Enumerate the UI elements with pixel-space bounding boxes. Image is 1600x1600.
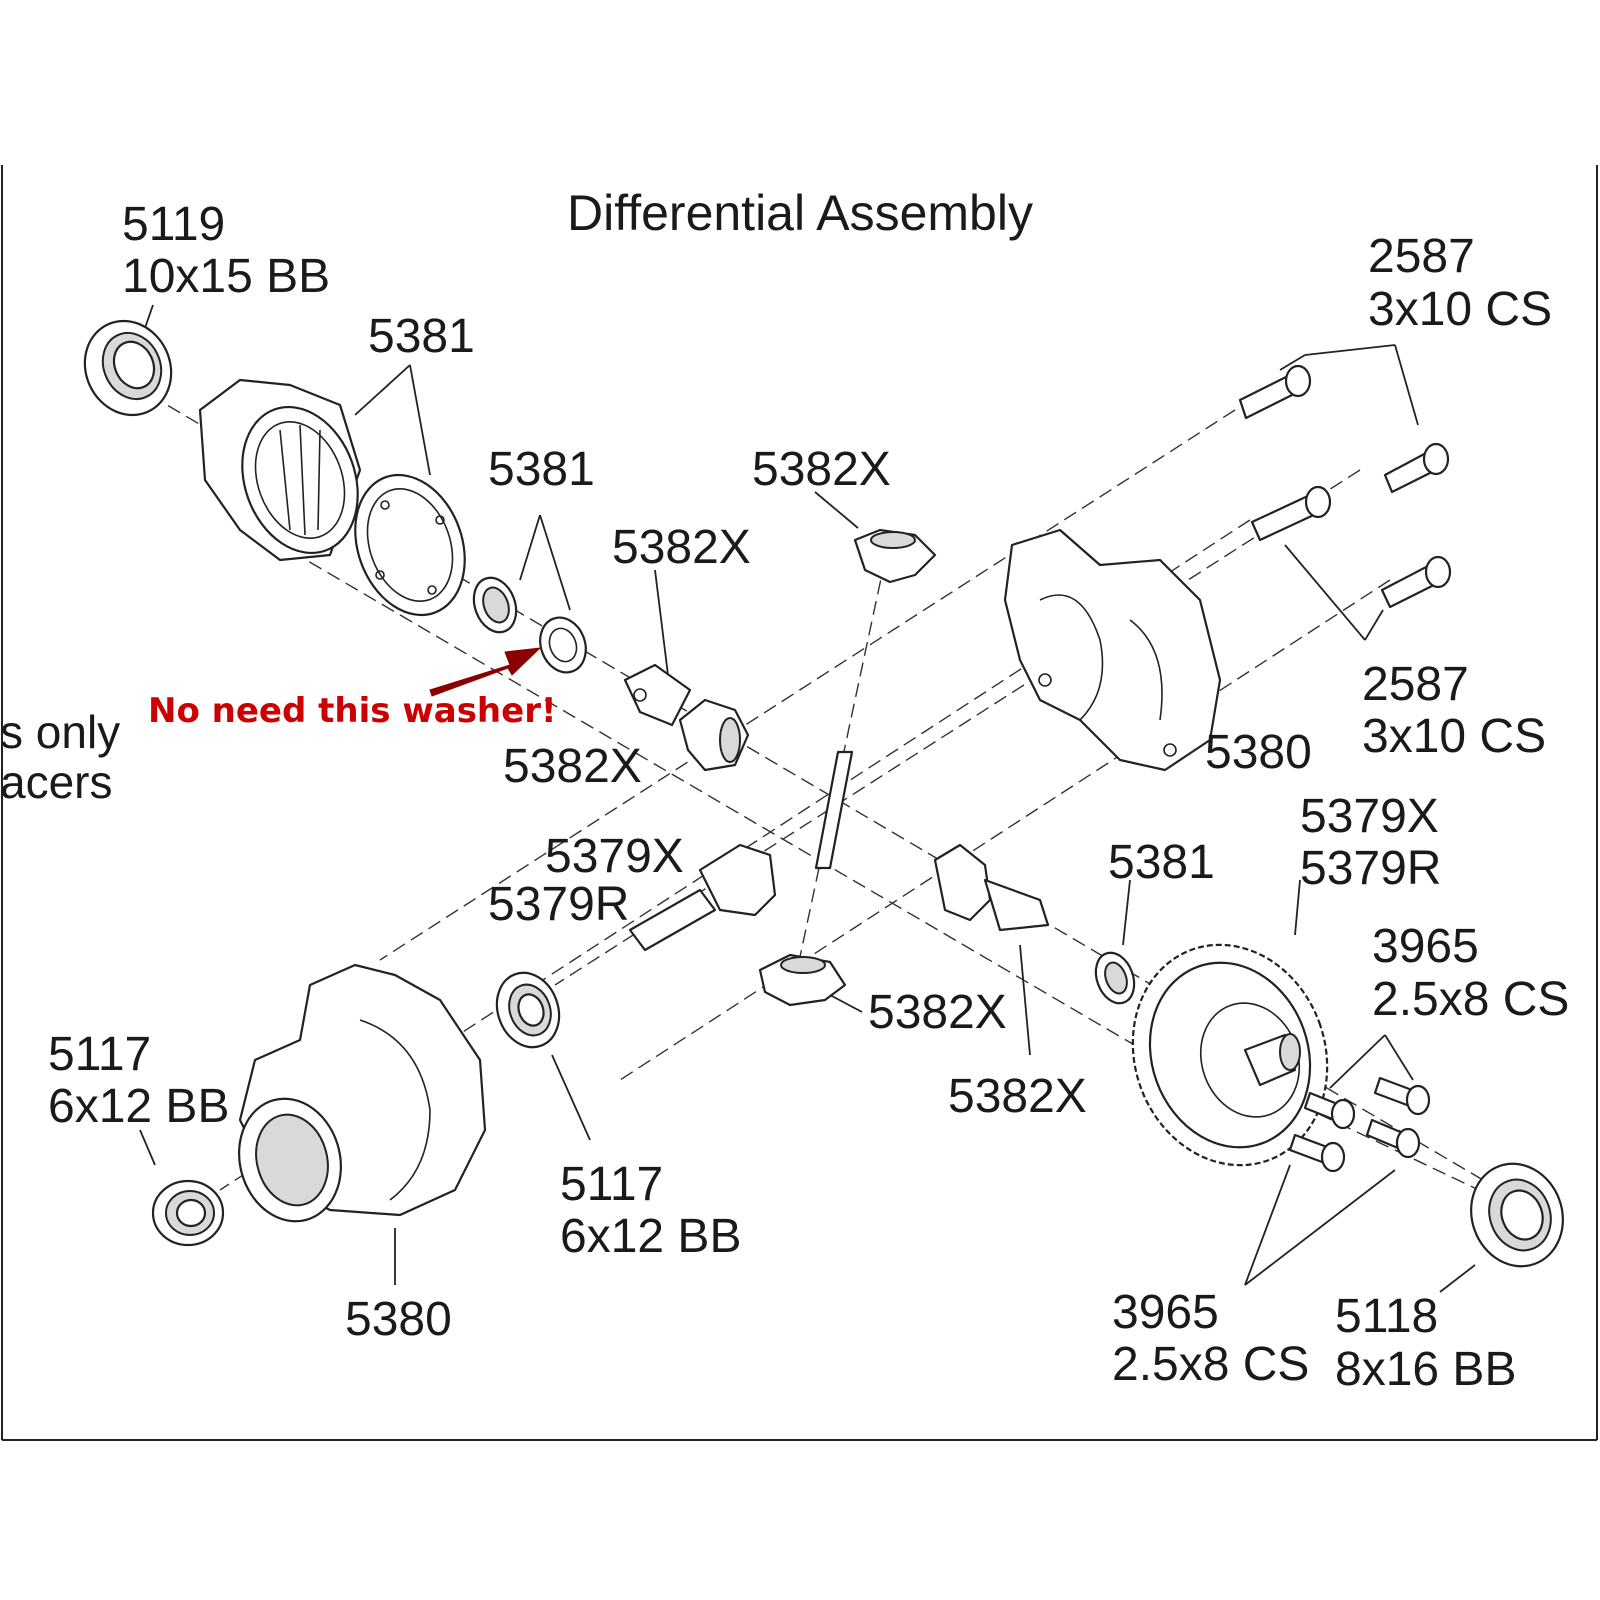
spur-gear-5379: [1131, 943, 1329, 1167]
screws-3965: [1288, 1076, 1431, 1173]
label-5382x-left: 5382X: [503, 740, 642, 793]
bevel-gear-5382x-bottom: [758, 953, 847, 1007]
label-2587-b-desc: 3x10 CS: [1362, 710, 1546, 763]
label-5382x-bottom-a: 5382X: [868, 986, 1007, 1039]
label-5118-number: 5118: [1335, 1290, 1438, 1343]
cross-pin: [814, 750, 854, 870]
label-2587-b-number: 2587: [1362, 658, 1469, 711]
label-5118-desc: 8x16 BB: [1335, 1343, 1516, 1396]
housing-5380-right: [1003, 528, 1222, 772]
label-5379r-right: 5379R: [1300, 842, 1441, 895]
label-3965-b-desc: 2.5x8 CS: [1112, 1338, 1309, 1391]
label-5381-b: 5381: [488, 443, 595, 496]
bearing-5117-left: [151, 1179, 225, 1247]
side-text-line-1: s only: [0, 706, 120, 758]
label-5382x-mid: 5382X: [612, 521, 751, 574]
label-3965-a-number: 3965: [1372, 920, 1479, 973]
label-5380-left: 5380: [345, 1293, 452, 1346]
red-arrow: [429, 647, 542, 697]
washer-note: No need this washer!: [148, 691, 556, 731]
bearing-5119: [83, 319, 173, 417]
output-cup-5382x-left: [623, 663, 750, 772]
label-3965-b-number: 3965: [1112, 1286, 1219, 1339]
label-5381-c: 5381: [1108, 836, 1215, 889]
diagram-title: Differential Assembly: [567, 185, 1033, 241]
label-5117-b-desc: 6x12 BB: [560, 1210, 741, 1263]
bevel-gear-5382x-top: [853, 528, 937, 584]
output-cup-5382x-right: [933, 843, 1050, 932]
label-5379x-left: 5379X: [545, 830, 684, 883]
label-5379r-left: 5379R: [488, 878, 629, 931]
bearing-5117-middle: [495, 971, 561, 1049]
label-5379x-right: 5379X: [1300, 790, 1439, 843]
screws-2587: [1238, 364, 1452, 609]
leader-lines: [139, 304, 1476, 1293]
label-5117-a-number: 5117: [48, 1028, 151, 1081]
label-5117-b-number: 5117: [560, 1158, 663, 1211]
label-5117-a-desc: 6x12 BB: [48, 1080, 229, 1133]
bearing-5118: [1470, 1162, 1564, 1268]
label-5382x-bottom-b: 5382X: [948, 1070, 1087, 1123]
label-5119-desc: 10x15 BB: [122, 250, 330, 303]
diff-case-5381: [198, 378, 362, 562]
washer-5381: [539, 616, 587, 674]
housing-5380-left: [238, 963, 487, 1223]
label-5119-number: 5119: [122, 198, 225, 251]
side-text-line-2: acers: [0, 756, 112, 808]
label-5382x-top: 5382X: [752, 443, 891, 496]
oring-5381-right: [1094, 951, 1136, 1005]
label-2587-a-number: 2587: [1368, 230, 1475, 283]
gasket-5381: [354, 473, 466, 617]
label-3965-a-desc: 2.5x8 CS: [1372, 973, 1569, 1026]
label-2587-a-desc: 3x10 CS: [1368, 283, 1552, 336]
oring-5381: [472, 576, 518, 634]
label-5381-a: 5381: [368, 310, 475, 363]
label-5380-right: 5380: [1205, 726, 1312, 779]
pinion-5379-left: [628, 843, 777, 952]
